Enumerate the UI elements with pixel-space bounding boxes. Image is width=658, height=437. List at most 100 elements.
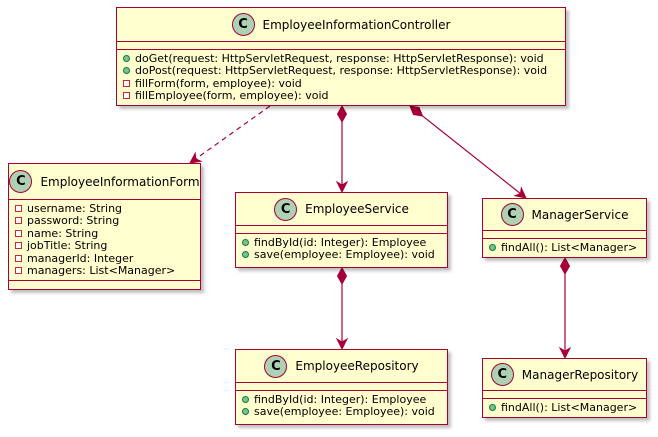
public-visibility-icon [242, 408, 249, 416]
composition-diamond [336, 266, 348, 286]
class-c-icon: C [500, 203, 524, 226]
member-row: password: String [9, 214, 200, 228]
private-visibility-icon [15, 242, 22, 250]
composition-edge-controller-to-manager_service [409, 105, 527, 199]
member-row: username: String [9, 202, 200, 215]
class-employee-repository[interactable]: C EmployeeRepository findById(id: Intege… [235, 349, 448, 425]
operations-compartment: findAll(): List<Manager> [483, 239, 646, 254]
public-visibility-icon [242, 251, 249, 259]
operations-compartment: doGet(request: HttpServletRequest, respo… [117, 50, 565, 102]
member-text: doPost(request: HttpServletRequest, resp… [135, 64, 548, 78]
member-row: fillEmployee(form, employee): void [117, 89, 565, 103]
member-text: jobTitle: String [27, 239, 108, 253]
arrowhead [558, 346, 572, 360]
private-visibility-icon [15, 254, 22, 262]
class-employee-information-form[interactable]: C EmployeeInformationForm username: Stri… [8, 163, 201, 290]
member-row: save(employee: Employee): void [236, 405, 447, 419]
arrowhead [335, 337, 349, 351]
public-visibility-icon [123, 54, 130, 62]
dependency-edge-controller-to-form [189, 105, 271, 164]
member-row: fillForm(form, employee): void [117, 77, 565, 90]
composition-diamond [559, 256, 571, 276]
public-visibility-icon [242, 395, 249, 403]
composition-diamond [409, 105, 424, 117]
class-header: C ManagerRepository [483, 359, 646, 391]
class-c-icon: C [274, 197, 298, 221]
member-row: findAll(): List<Manager> [483, 401, 646, 414]
class-c-icon: C [264, 354, 288, 378]
class-header: C EmployeeInformationForm [9, 164, 200, 200]
member-text: managers: List<Manager> [27, 264, 176, 278]
member-row: doGet(request: HttpServletRequest, respo… [117, 52, 565, 65]
member-row: save(employee: Employee): void [236, 248, 447, 262]
private-visibility-icon [123, 92, 130, 100]
member-row: managers: List<Manager> [9, 264, 200, 278]
member-text: findById(id: Integer): Employee [254, 392, 427, 406]
member-row: findById(id: Integer): Employee [236, 393, 447, 406]
class-header: C EmployeeInformationController [117, 8, 565, 42]
class-c-icon: C [490, 363, 514, 386]
class-name: ManagerRepository [521, 367, 639, 382]
private-visibility-icon [15, 217, 22, 225]
arrowhead [513, 186, 527, 199]
operations-compartment [9, 281, 200, 283]
attributes-compartment [117, 42, 565, 50]
private-visibility-icon [15, 267, 22, 275]
class-name: EmployeeService [305, 202, 409, 216]
edge-line [195, 105, 271, 160]
attributes-compartment [483, 391, 646, 399]
member-text: fillEmployee(form, employee): void [135, 89, 329, 103]
private-visibility-icon [15, 204, 22, 212]
class-employee-information-controller[interactable]: C EmployeeInformationController doGet(re… [116, 7, 566, 106]
member-row: findById(id: Integer): Employee [236, 236, 447, 249]
member-row: doPost(request: HttpServletRequest, resp… [117, 64, 565, 78]
member-text: save(employee: Employee): void [254, 248, 435, 262]
private-visibility-icon [123, 79, 130, 87]
arrowhead [335, 180, 349, 194]
member-row: findAll(): List<Manager> [483, 241, 646, 254]
attributes-compartment [236, 226, 447, 234]
member-text: username: String [27, 201, 123, 215]
member-text: doGet(request: HttpServletRequest, respo… [135, 51, 544, 65]
class-name: EmployeeRepository [295, 359, 419, 373]
public-visibility-icon [489, 243, 496, 251]
public-visibility-icon [123, 67, 130, 75]
class-c-icon: C [231, 13, 255, 36]
attributes-compartment [236, 383, 447, 391]
member-row: jobTitle: String [9, 239, 200, 253]
attributes-compartment [483, 231, 646, 239]
operations-compartment: findAll(): List<Manager> [483, 399, 646, 414]
member-text: fillForm(form, employee): void [135, 76, 302, 90]
class-name: EmployeeInformationController [262, 17, 451, 32]
class-manager-service[interactable]: C ManagerService findAll(): List<Manager… [482, 198, 647, 258]
member-text: findById(id: Integer): Employee [254, 235, 427, 249]
member-text: name: String [27, 226, 99, 240]
member-text: managerId: Integer [27, 251, 134, 265]
class-manager-repository[interactable]: C ManagerRepository findAll(): List<Mana… [482, 358, 647, 418]
member-row: managerId: Integer [9, 252, 200, 265]
member-text: password: String [27, 214, 120, 228]
member-text: findAll(): List<Manager> [501, 240, 638, 254]
class-employee-service[interactable]: C EmployeeService findById(id: Integer):… [235, 192, 448, 268]
class-name: EmployeeInformationForm [40, 174, 200, 189]
class-header: C ManagerService [483, 199, 646, 231]
public-visibility-icon [489, 403, 496, 411]
composition-diamond [336, 104, 348, 124]
class-header: C EmployeeRepository [236, 350, 447, 383]
member-text: findAll(): List<Manager> [501, 400, 638, 414]
arrowhead [189, 151, 203, 164]
composition-edge-employee_service-to-employee_repository [335, 266, 349, 351]
class-name: ManagerService [531, 207, 629, 222]
class-c-icon: C [9, 170, 33, 193]
class-header: C EmployeeService [236, 193, 447, 226]
member-text: save(employee: Employee): void [254, 405, 435, 419]
public-visibility-icon [242, 238, 249, 246]
composition-edge-manager_service-to-manager_repository [558, 256, 572, 360]
composition-edge-controller-to-employee_service [335, 104, 349, 194]
member-row: name: String [9, 227, 200, 240]
edge-line [422, 115, 521, 195]
